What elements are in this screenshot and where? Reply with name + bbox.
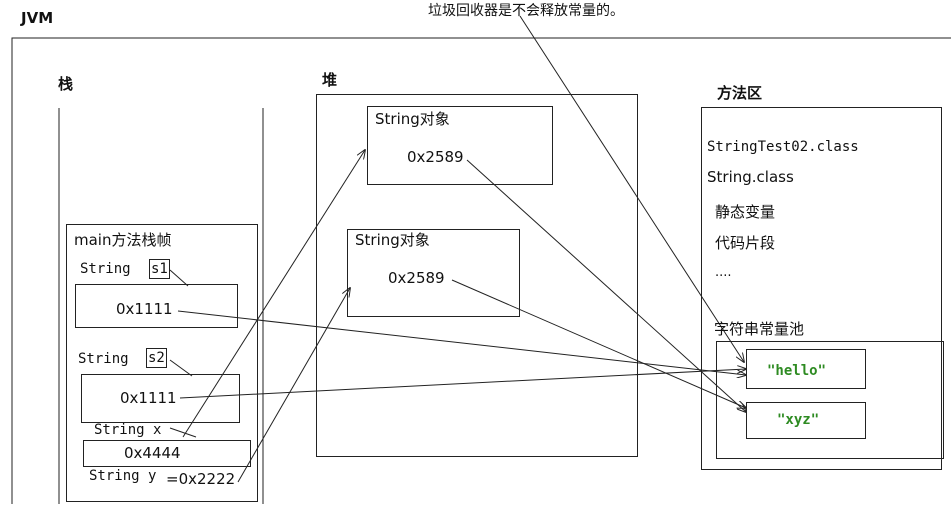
heap-object-2 bbox=[347, 229, 520, 317]
s2-pointer-stub bbox=[169, 359, 193, 377]
string-constant-pool bbox=[716, 341, 944, 459]
s2-value: 0x1111 bbox=[120, 389, 177, 407]
static-variables: 静态变量 bbox=[715, 203, 776, 221]
jvm-frame bbox=[11, 37, 951, 504]
top-note: 垃圾回收器是不会释放常量的。 bbox=[428, 3, 624, 19]
arrow-s2-to-hello bbox=[179, 369, 746, 399]
arrow-s1-to-hello bbox=[177, 310, 746, 375]
s1-pointer-stub bbox=[169, 269, 189, 287]
s1-value: 0x1111 bbox=[116, 300, 173, 318]
heap-object-1-value: 0x2589 bbox=[407, 148, 464, 166]
arrow-x-to-obj1 bbox=[182, 150, 365, 438]
s1-value-box bbox=[75, 284, 238, 328]
method-area-title: 方法区 bbox=[717, 84, 763, 102]
s2-name: s2 bbox=[146, 348, 167, 368]
class-string: String.class bbox=[707, 168, 794, 186]
arrow-obj2-to-xyz bbox=[451, 279, 746, 408]
jvm-label: JVM bbox=[21, 9, 54, 27]
heap-object-1 bbox=[367, 106, 553, 185]
y-value: =0x2222 bbox=[166, 470, 236, 488]
more-items: .... bbox=[715, 265, 732, 280]
pool-entry-xyz bbox=[746, 402, 866, 439]
arrow-obj1-to-xyz bbox=[466, 159, 746, 412]
string-pool-title: 字符串常量池 bbox=[714, 320, 805, 338]
pool-xyz-text: "xyz" bbox=[777, 412, 820, 428]
s1-name: s1 bbox=[149, 259, 170, 279]
heap-object-2-value: 0x2589 bbox=[388, 269, 445, 287]
heap-area bbox=[316, 94, 638, 457]
y-declaration: String y bbox=[89, 468, 157, 484]
method-area bbox=[701, 107, 942, 470]
heap-object-2-label: String对象 bbox=[355, 231, 430, 249]
pool-hello-text: "hello" bbox=[767, 363, 827, 379]
class-stringtest02: StringTest02.class bbox=[707, 139, 859, 155]
pool-entry-hello bbox=[746, 349, 866, 389]
x-value: 0x4444 bbox=[124, 444, 181, 462]
x-pointer-stub bbox=[169, 427, 197, 438]
s2-type: String bbox=[78, 351, 129, 367]
x-value-box bbox=[83, 440, 251, 467]
heap-object-1-label: String对象 bbox=[375, 110, 450, 128]
heap-title: 堆 bbox=[322, 71, 338, 89]
arrow-y-to-obj2 bbox=[237, 288, 350, 483]
arrow-note-to-pool bbox=[519, 15, 744, 362]
main-stack-frame bbox=[66, 224, 258, 502]
s1-type: String bbox=[80, 261, 131, 277]
stack-title: 栈 bbox=[58, 75, 74, 93]
x-declaration: String x bbox=[94, 422, 162, 438]
code-fragments: 代码片段 bbox=[715, 234, 776, 252]
s2-value-box bbox=[81, 374, 240, 423]
stack-frame-title: main方法栈帧 bbox=[74, 231, 172, 249]
